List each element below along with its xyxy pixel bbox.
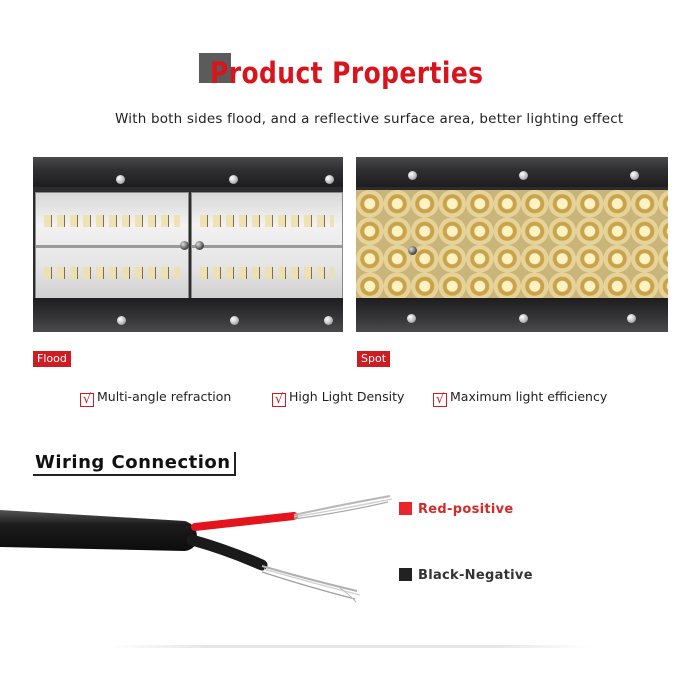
screw-icon — [519, 171, 528, 180]
red-positive-legend: Red-positive — [399, 502, 514, 517]
checkmark-box-icon: √ — [80, 393, 94, 407]
red-positive-label: Red-positive — [418, 502, 514, 517]
page-subtitle: With both sides flood, and a reflective … — [115, 111, 624, 127]
flood-lens-right — [191, 192, 343, 301]
screw-icon — [408, 171, 417, 180]
screw-icon — [229, 175, 238, 184]
spot-light-image — [356, 157, 668, 332]
flood-lens-left — [35, 192, 189, 301]
spot-tag: Spot — [357, 351, 391, 367]
title-accent-block — [199, 53, 231, 83]
feature-label: Maximum light efficiency — [450, 389, 608, 404]
screw-icon — [325, 175, 334, 184]
page-title: Product Properties — [210, 56, 484, 90]
screw-icon — [407, 314, 416, 323]
spot-led-grid — [356, 190, 668, 300]
wiring-cable-illustration — [0, 495, 393, 603]
feature-item: √High Light Density — [272, 389, 404, 407]
black-negative-label: Black-Negative — [418, 568, 533, 583]
red-wire — [191, 512, 298, 531]
screw-icon — [627, 314, 636, 323]
red-wire-strands — [293, 495, 391, 516]
flood-tag: Flood — [33, 351, 71, 367]
red-swatch — [399, 502, 412, 515]
black-wire-strands — [261, 565, 358, 592]
screw-icon — [408, 246, 417, 255]
cable-sheath — [0, 510, 197, 551]
wiring-heading: Wiring Connection — [33, 452, 236, 476]
feature-label: High Light Density — [289, 389, 405, 404]
screw-icon — [195, 241, 204, 250]
screw-icon — [630, 171, 639, 180]
black-swatch — [399, 568, 412, 581]
flood-light-image — [33, 157, 343, 332]
feature-item: √Multi-angle refraction — [80, 389, 231, 407]
checkmark-box-icon: √ — [433, 393, 447, 407]
feature-item: √Maximum light efficiency — [433, 389, 607, 407]
top-rail — [356, 157, 668, 187]
checkmark-box-icon: √ — [272, 393, 286, 407]
screw-icon — [116, 175, 125, 184]
screw-icon — [180, 241, 189, 250]
bottom-rail — [356, 298, 668, 332]
black-wire — [186, 534, 268, 571]
feature-label: Multi-angle refraction — [97, 389, 232, 404]
bottom-rail — [33, 298, 343, 332]
screw-icon — [519, 314, 528, 323]
bottom-divider — [110, 645, 590, 648]
black-negative-legend: Black-Negative — [399, 568, 533, 583]
screw-icon — [324, 316, 333, 325]
top-rail — [33, 157, 343, 187]
screw-icon — [230, 316, 239, 325]
screw-icon — [117, 316, 126, 325]
